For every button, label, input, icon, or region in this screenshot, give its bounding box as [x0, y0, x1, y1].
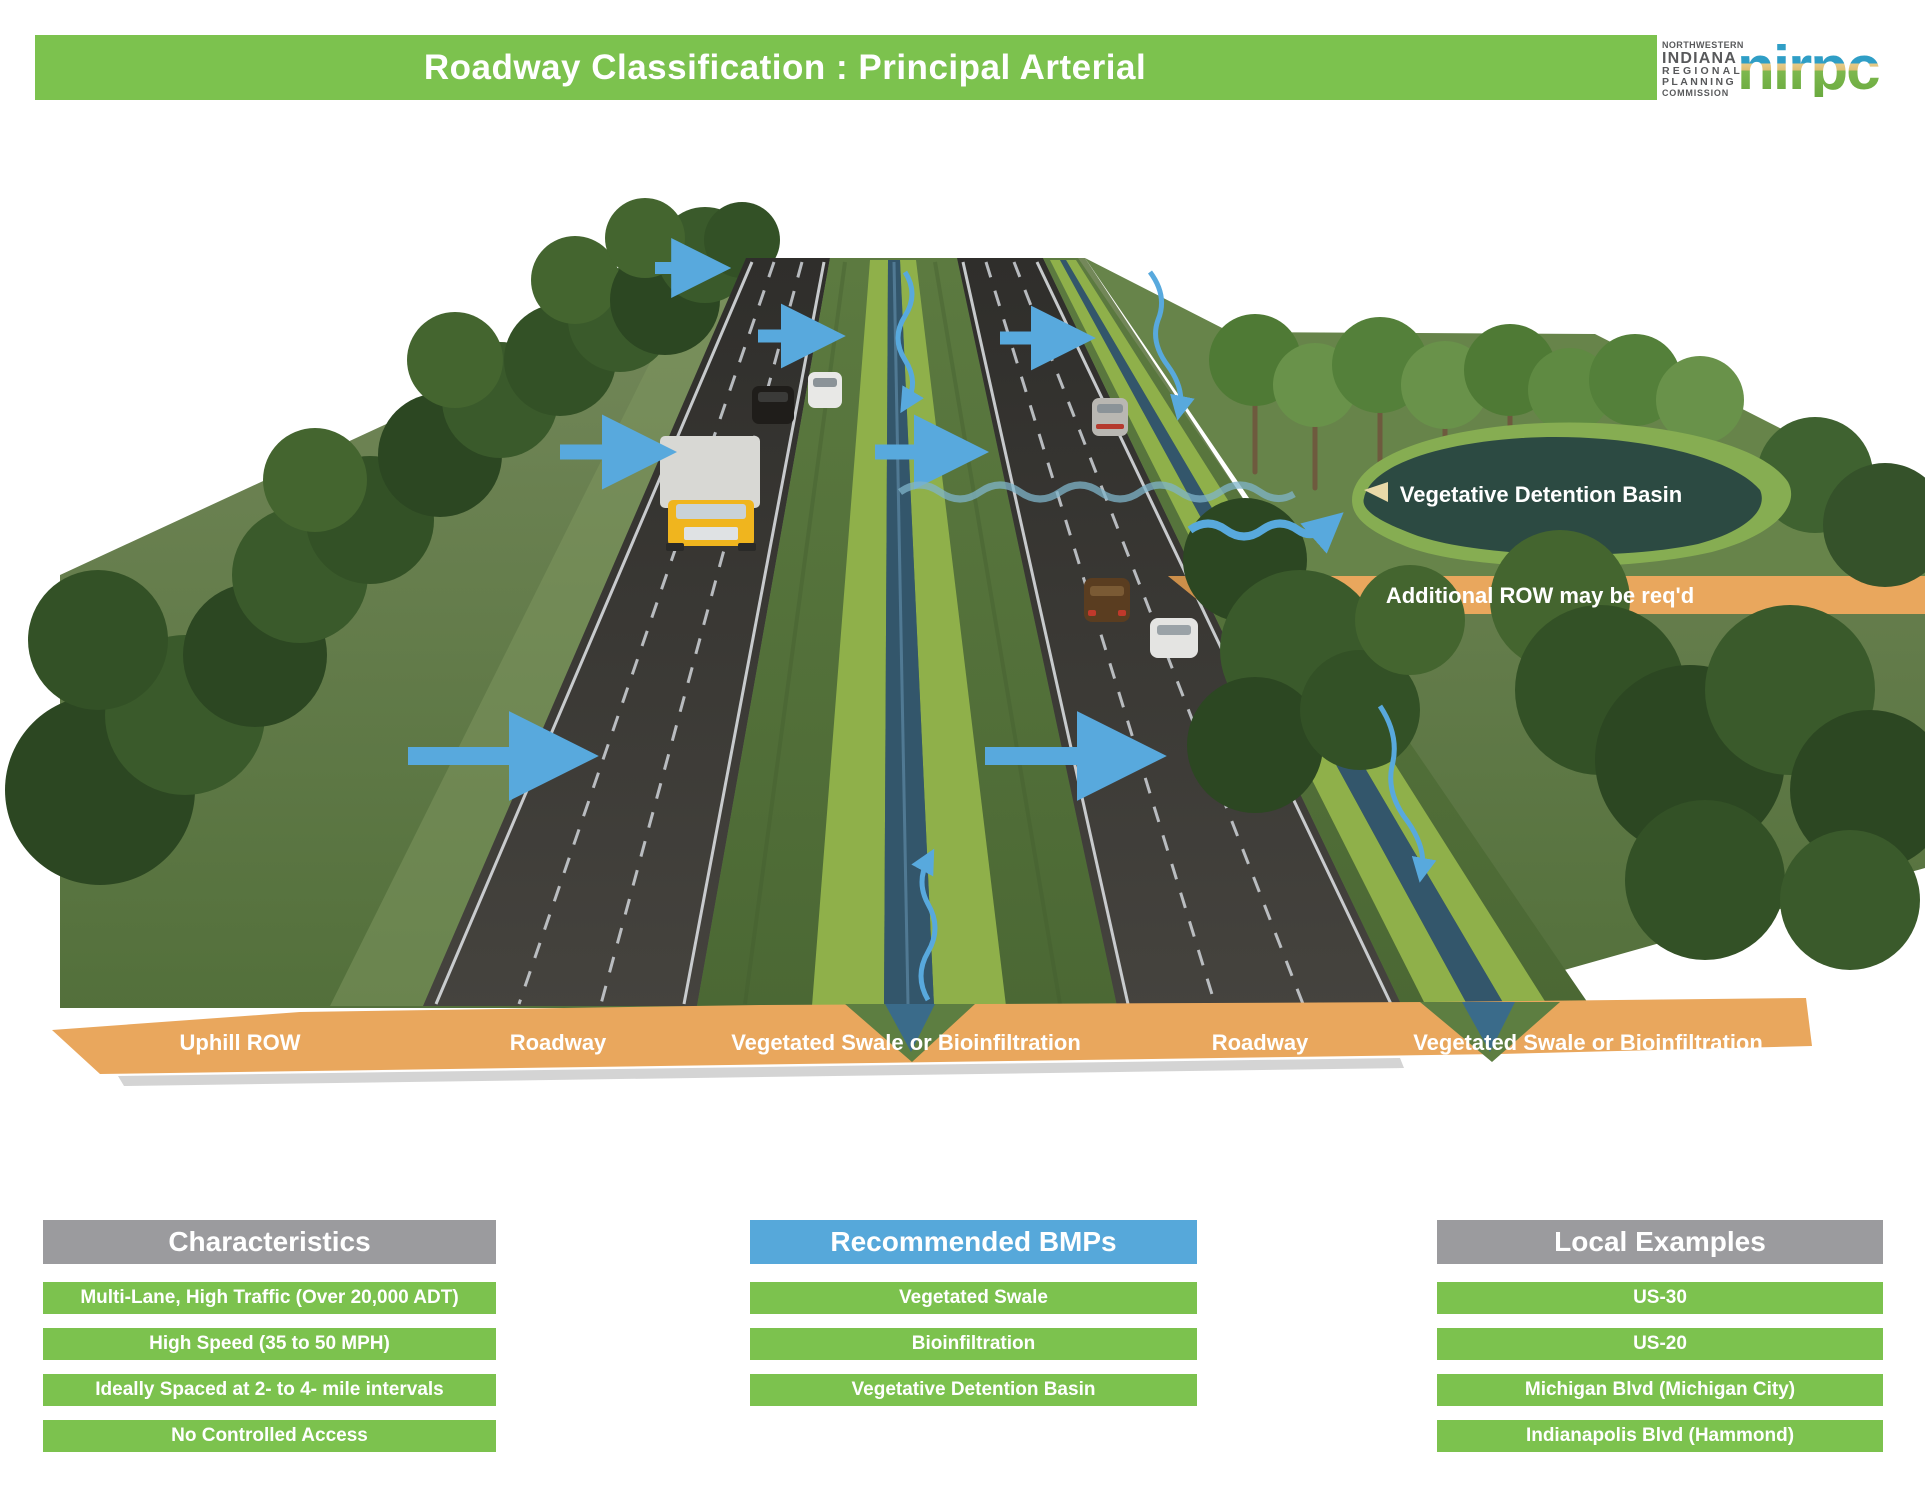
median-vegetation-left [812, 260, 888, 1006]
label-uphill-row: Uphill ROW [180, 1030, 301, 1055]
label-roadway-left: Roadway [510, 1030, 607, 1055]
nirpc-logo-org-text: NORTHWESTERN INDIANA REGIONAL PLANNING C… [1662, 39, 1744, 98]
brown-suv [1084, 578, 1130, 622]
flow-arrows [408, 238, 1437, 1002]
illustration-labels: Vegetative Detention Basin Additional RO… [180, 482, 1763, 1055]
label-right-swale: Vegetated Swale or Bioinfiltration [1413, 1030, 1763, 1055]
characteristics-header: Characteristics [43, 1220, 496, 1264]
left-treeline [5, 198, 780, 885]
nirpc-logo: NORTHWESTERN INDIANA REGIONAL PLANNING C… [1662, 37, 1881, 101]
right-tree-clumps [1183, 498, 1925, 970]
examples-row: US-20 [1437, 1328, 1883, 1360]
characteristics-row: Multi-Lane, High Traffic (Over 20,000 AD… [43, 1282, 496, 1314]
bmps-row: Vegetative Detention Basin [750, 1374, 1197, 1406]
black-suv [752, 386, 794, 424]
basin-pond [1363, 437, 1762, 555]
characteristics-row: Ideally Spaced at 2- to 4- mile interval… [43, 1374, 496, 1406]
header-bar: Roadway Classification : Principal Arter… [35, 35, 1657, 100]
pipe-flow-wave [897, 481, 1296, 503]
bmps-header: Recommended BMPs [750, 1220, 1197, 1264]
box-truck [660, 436, 760, 551]
label-roadway-right: Roadway [1212, 1030, 1309, 1055]
bmps-row: Vegetated Swale [750, 1282, 1197, 1314]
examples-header: Local Examples [1437, 1220, 1883, 1264]
detention-basin [1352, 422, 1792, 567]
white-car-2 [1150, 618, 1198, 658]
examples-row: US-30 [1437, 1282, 1883, 1314]
roadways [423, 258, 1590, 1006]
white-car [808, 372, 842, 408]
vehicles [660, 372, 1198, 658]
nirpc-brand-mark: nirpc [1737, 34, 1881, 103]
label-median-swale: Vegetated Swale or Bioinfiltration [731, 1030, 1081, 1055]
bottom-cut [52, 998, 1812, 1086]
gray-sedan [1092, 398, 1128, 436]
characteristics-row: High Speed (35 to 50 MPH) [43, 1328, 496, 1360]
cut-shadow [118, 1058, 1404, 1086]
page-title: Roadway Classification : Principal Arter… [423, 47, 1147, 87]
examples-row: Michigan Blvd (Michigan City) [1437, 1374, 1883, 1406]
additional-row-label: Additional ROW may be req'd [1386, 583, 1694, 608]
detention-basin-label: Vegetative Detention Basin [1400, 482, 1682, 507]
bmps-row: Bioinfiltration [750, 1328, 1197, 1360]
basin-inlet-culvert [1364, 482, 1388, 502]
examples-row: Indianapolis Blvd (Hammond) [1437, 1420, 1883, 1452]
characteristics-row: No Controlled Access [43, 1420, 496, 1452]
